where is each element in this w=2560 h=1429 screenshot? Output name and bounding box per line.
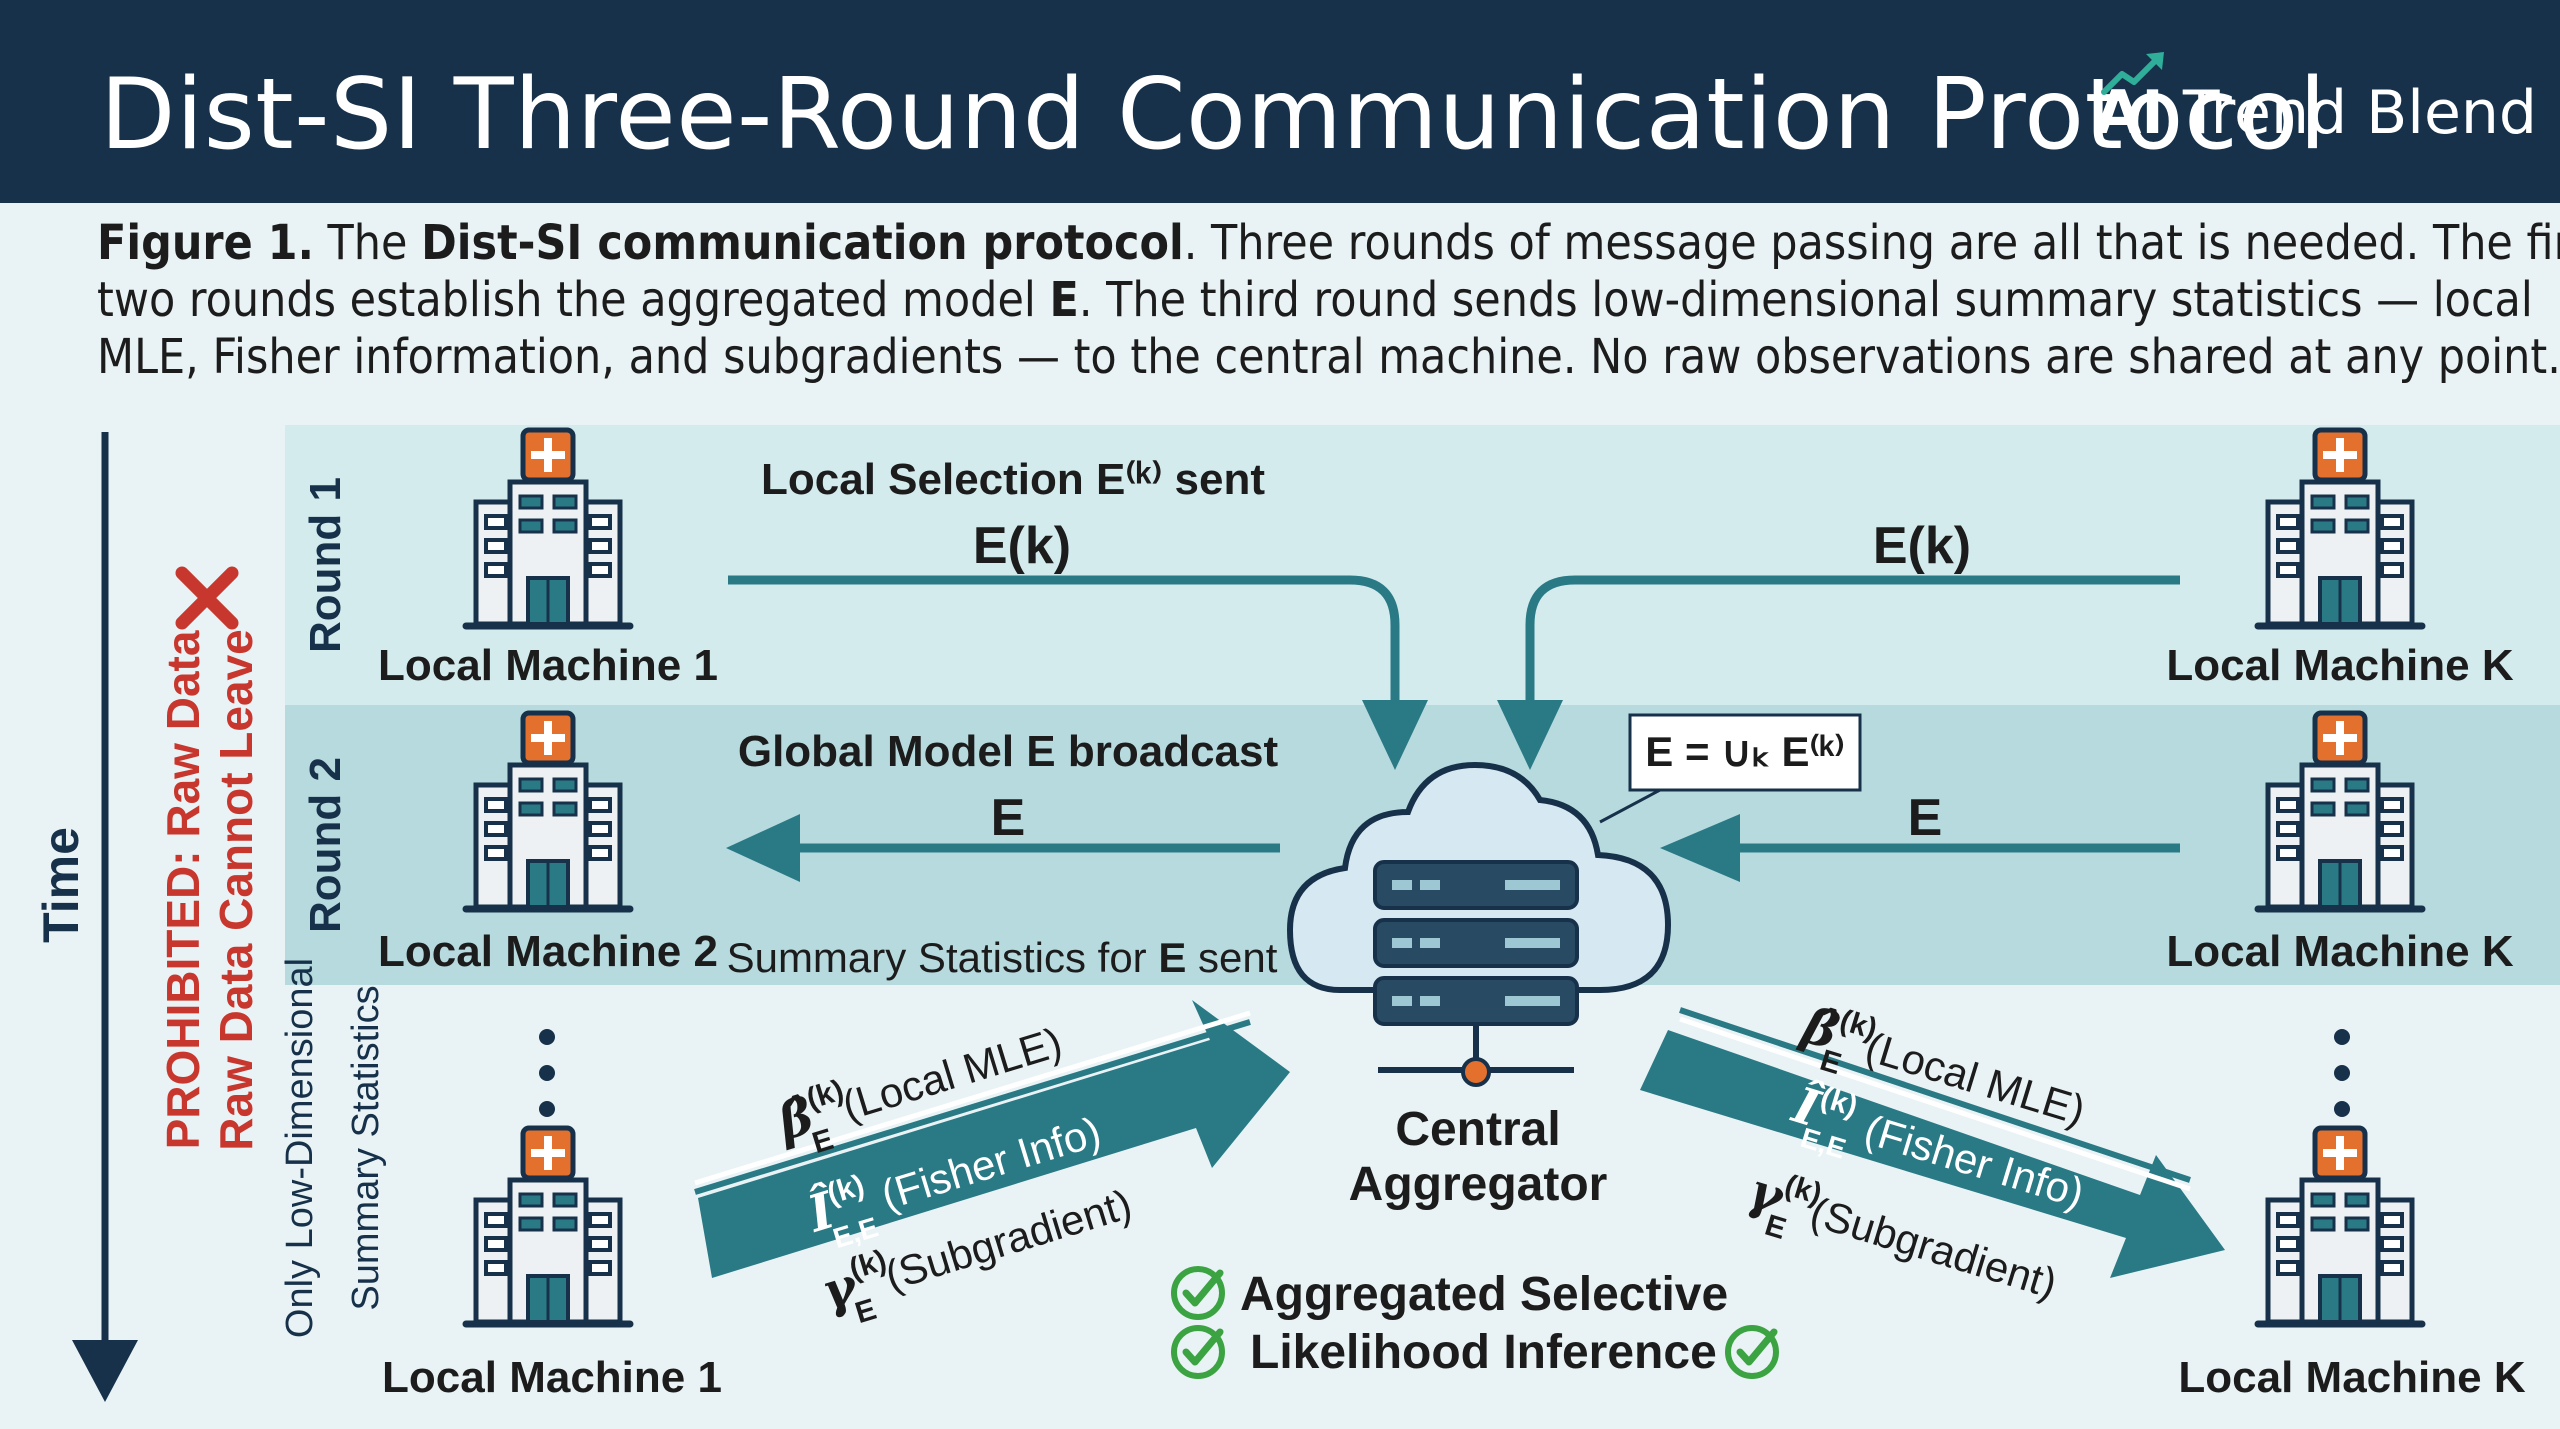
machine-label-1-round-3: Local Machine 1 [382, 1353, 722, 1402]
round-1-arrow-left [728, 575, 1428, 770]
ellipsis-right [2334, 1029, 2350, 1117]
e-label-right: E [1908, 789, 1943, 847]
e-label-left: E [991, 789, 1026, 847]
caption-line-3: MLE, Fisher information, and subgradient… [97, 329, 2560, 385]
round-3-arrow-right [1640, 1007, 2225, 1278]
cloud-server-icon [1286, 761, 1672, 1087]
caption-bold-title: Dist-SI communication protocol [421, 215, 1184, 271]
hospital-icon [2258, 1128, 2422, 1324]
prohibited-label-2: Raw Data Cannot Leave [210, 629, 262, 1150]
low-dim-label-2: Summary Statistics [345, 985, 387, 1310]
low-dim-label-1: Only Low-Dimensional [279, 958, 321, 1338]
prohibited-label-1: PROHIBITED: Raw Data [157, 630, 209, 1149]
caption-line-1: Figure 1. The Dist-SI communication prot… [97, 215, 2560, 272]
subscript-e: E [851, 1293, 880, 1330]
result-label-2: Likelihood Inference [1250, 1326, 1717, 1379]
cross-icon [175, 566, 239, 630]
caption-lead: The [327, 215, 408, 271]
caption-fig-label: Figure 1. [97, 215, 314, 271]
hospital-icon [466, 1128, 630, 1324]
round-2-arrow-left [726, 814, 1280, 882]
machine-label-1-round-1: Local Machine 1 [378, 641, 718, 690]
check-icon [1174, 1269, 1222, 1317]
header-bar [0, 0, 2560, 203]
figure-caption: Figure 1. The Dist-SI communication prot… [97, 215, 2560, 386]
caption-line-2-b: E [1049, 272, 1079, 328]
page-title: Dist-SI Three-Round Communication Protoc… [100, 58, 2327, 172]
round-2-label: Round 2 [301, 757, 350, 933]
round-3-header-c: sent [1186, 934, 1277, 981]
machine-label-k-round-2: Local Machine K [2166, 927, 2513, 976]
round-3-header-a: Summary Statistics for [727, 934, 1159, 981]
check-icon [1174, 1328, 1222, 1376]
round-3-header: Summary Statistics for E sent [727, 934, 1278, 981]
brand-logo-label: Trend Blend [2182, 78, 2537, 148]
machine-label-k-round-3: Local Machine K [2178, 1353, 2525, 1402]
round-1-header: Local Selection E⁽ᵏ⁾ sent [761, 455, 1265, 504]
trend-arrow-icon [2101, 52, 2164, 95]
round-2-header: Global Model E broadcast [738, 727, 1279, 776]
result-label-1: Aggregated Selective [1240, 1268, 1728, 1321]
union-formula: E = ∪ₖ E⁽ᵏ⁾ [1645, 728, 1844, 775]
time-axis-arrowhead [72, 1340, 138, 1402]
round-2-arrow-right [1660, 814, 2180, 882]
stats-right: β̂(k)E(Local MLE) Î(k)E,E(Fisher Info) γ… [1741, 994, 2090, 1307]
caption-line-1-rest: . Three rounds of message passing are al… [1183, 215, 2560, 271]
ek-label-right: E(k) [1873, 517, 1971, 575]
round-3-header-b: E [1158, 934, 1186, 981]
machine-label-k-round-1: Local Machine K [2166, 641, 2513, 690]
round-1-arrow-right [1497, 575, 2180, 770]
round-3-arrow-left [694, 1000, 1290, 1278]
round-1-band [285, 425, 2560, 705]
check-icon [1728, 1328, 1776, 1376]
time-axis-label: Time [33, 827, 89, 943]
round-1-label: Round 1 [301, 477, 350, 653]
caption-line-2: two rounds establish the aggregated mode… [97, 272, 2533, 329]
central-label-2: Aggregator [1349, 1158, 1608, 1211]
machine-label-2-round-2: Local Machine 2 [378, 927, 718, 976]
ek-label-right-text: E(k) [1873, 517, 1971, 575]
brand-logo-text: AI Trend Blend [2095, 78, 2537, 148]
ek-label-left-text: E(k) [973, 517, 1071, 575]
central-label-1: Central [1395, 1103, 1560, 1156]
caption-line-2-a: two rounds establish the aggregated mode… [97, 272, 1036, 328]
caption-line-2-c: . The third round sends low-dimensional … [1078, 272, 2533, 328]
brand-logo: AI Trend Blend [2095, 48, 2537, 158]
ek-label-left: E(k) [973, 517, 1071, 575]
union-callout: E = ∪ₖ E⁽ᵏ⁾ [1599, 713, 1862, 824]
ellipsis-left [539, 1029, 555, 1117]
